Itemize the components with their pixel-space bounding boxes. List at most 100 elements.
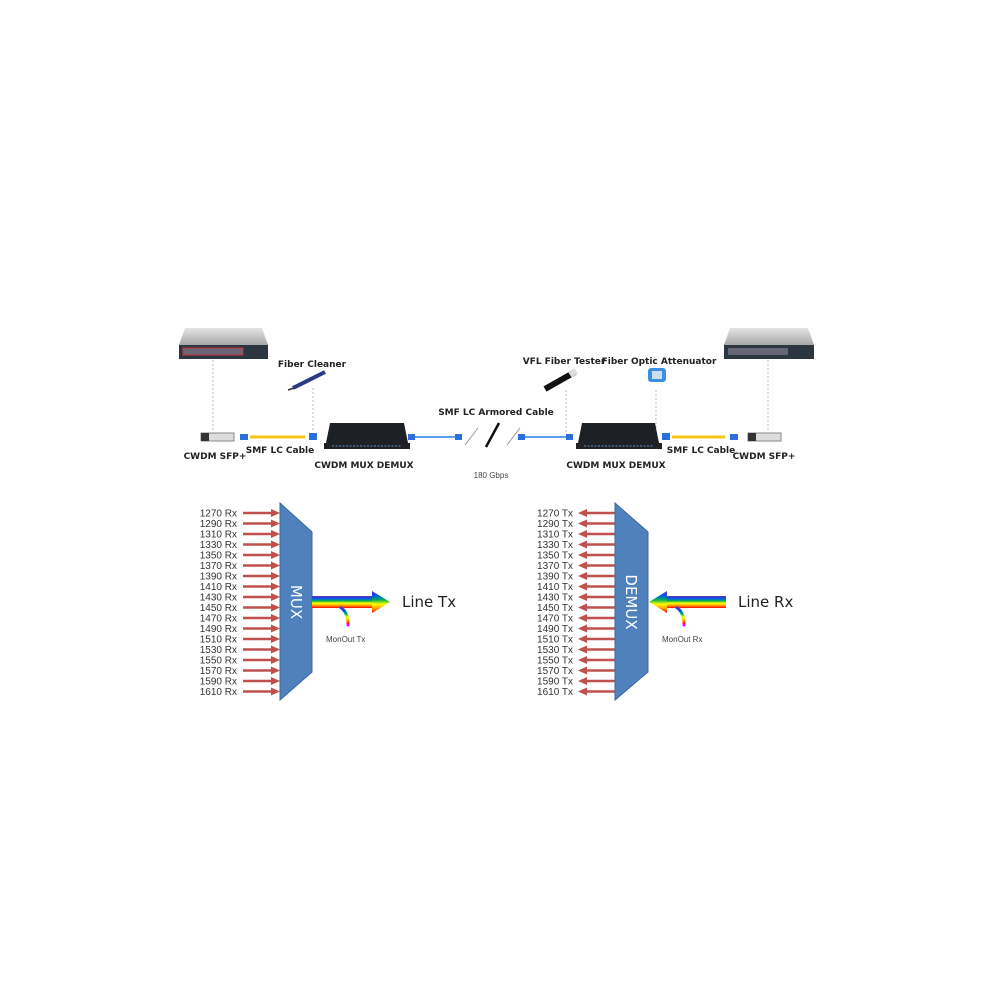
- arrowhead-icon: [578, 582, 587, 591]
- arrowhead-icon: [271, 519, 280, 528]
- channel-label: 1550 Tx: [537, 656, 573, 667]
- channel-label: 1450 Tx: [537, 603, 573, 614]
- mux-channel: 1490 Rx: [200, 624, 280, 635]
- arrowhead-icon: [271, 687, 280, 696]
- channel-label: 1510 Rx: [200, 635, 237, 646]
- channel-label: 1470 Rx: [200, 614, 237, 625]
- channel-label: 1490 Rx: [200, 624, 237, 635]
- mux-channel: 1530 Rx: [200, 645, 280, 656]
- demux-channel: 1270 Tx: [537, 509, 615, 520]
- arrowhead-icon: [578, 666, 587, 675]
- arrowhead-icon: [271, 677, 280, 685]
- channel-label: 1350 Rx: [200, 551, 237, 562]
- label-attenuator: Fiber Optic Attenuator: [602, 357, 717, 367]
- channel-label: 1390 Rx: [200, 572, 237, 583]
- label-vfl: VFL Fiber Tester: [523, 357, 606, 367]
- arrowhead-icon: [578, 561, 587, 570]
- arrowhead-icon: [578, 530, 587, 538]
- arrowhead-icon: [578, 677, 587, 685]
- mux-title: MUX: [287, 585, 305, 619]
- channel-label: 1510 Tx: [537, 635, 573, 646]
- label-sfp-left: CWDM SFP+: [184, 452, 247, 462]
- channel-label: 1330 Rx: [200, 540, 237, 551]
- demux-channel: 1490 Tx: [537, 624, 615, 635]
- sfp-left: [200, 432, 235, 442]
- sfp-right: [747, 432, 782, 442]
- arrowhead-icon: [271, 551, 280, 559]
- demux-channel: 1590 Tx: [537, 677, 615, 688]
- switch-right: [724, 328, 814, 359]
- arrowhead-icon: [578, 540, 587, 549]
- dotted-links: [212, 360, 769, 432]
- mux-channel: 1450 Rx: [200, 603, 280, 614]
- vfl-tester-icon: [543, 368, 578, 392]
- mux-channel: 1370 Rx: [200, 561, 280, 572]
- attenuator-icon: [648, 368, 666, 382]
- arrowhead-icon: [271, 530, 280, 538]
- arrowhead-icon: [578, 614, 587, 622]
- mux-channel: 1290 Rx: [200, 519, 280, 530]
- demux-channel: 1390 Tx: [537, 572, 615, 583]
- arrowhead-icon: [271, 593, 280, 601]
- channel-label: 1450 Rx: [200, 603, 237, 614]
- channel-label: 1610 Tx: [537, 687, 573, 698]
- arrowhead-icon: [271, 635, 280, 643]
- demux-line-label: Line Rx: [738, 593, 793, 611]
- lc-cable-right: [662, 433, 738, 440]
- demux-channel: 1430 Tx: [537, 593, 615, 604]
- arrowhead-icon: [271, 614, 280, 622]
- arrowhead-icon: [578, 624, 587, 633]
- channel-label: 1330 Tx: [537, 540, 573, 551]
- label-armored-cable: SMF LC Armored Cable: [438, 408, 554, 418]
- arrowhead-icon: [578, 687, 587, 696]
- mux-channel: 1390 Rx: [200, 572, 280, 583]
- mux-channel: 1330 Rx: [200, 540, 280, 551]
- channel-label: 1610 Rx: [200, 687, 237, 698]
- arrowhead-icon: [271, 666, 280, 675]
- demux-channel: 1510 Tx: [537, 635, 615, 646]
- channel-label: 1590 Tx: [537, 677, 573, 688]
- mux-channel: 1510 Rx: [200, 635, 280, 646]
- arrowhead-icon: [271, 572, 280, 580]
- channel-label: 1310 Rx: [200, 530, 237, 541]
- label-cable-left: SMF LC Cable: [246, 446, 315, 456]
- demux-block: [614, 501, 649, 702]
- mux-demux-right-device: [576, 423, 662, 449]
- demux-channel: 1530 Tx: [537, 645, 615, 656]
- channel-label: 1410 Tx: [537, 582, 573, 593]
- channel-label: 1350 Tx: [537, 551, 573, 562]
- demux-channel: 1450 Tx: [537, 603, 615, 614]
- arrowhead-icon: [578, 635, 587, 643]
- arrowhead-icon: [578, 603, 587, 612]
- arrowhead-icon: [578, 572, 587, 580]
- mux-channel: 1590 Rx: [200, 677, 280, 688]
- arrowhead-icon: [578, 519, 587, 528]
- mux-channel: 1310 Rx: [200, 530, 280, 541]
- demux-channel: 1570 Tx: [537, 666, 615, 677]
- channel-label: 1550 Rx: [200, 656, 237, 667]
- channel-label: 1290 Rx: [200, 519, 237, 530]
- mux-line-label: Line Tx: [402, 593, 456, 611]
- mux-line-arrow: [312, 591, 390, 627]
- channel-label: 1430 Rx: [200, 593, 237, 604]
- demux-channel: 1330 Tx: [537, 540, 615, 551]
- demux-channel: 1290 Tx: [537, 519, 615, 530]
- mux-demux-left-device: [324, 423, 410, 449]
- mux-channel: 1550 Rx: [200, 656, 280, 667]
- channel-label: 1590 Rx: [200, 677, 237, 688]
- mux-monitor-label: MonOut Tx: [326, 635, 365, 644]
- arrowhead-icon: [271, 645, 280, 654]
- arrowhead-icon: [578, 656, 587, 664]
- arrowhead-icon: [578, 593, 587, 601]
- mux-channel: 1570 Rx: [200, 666, 280, 677]
- mux-block: [279, 501, 313, 702]
- channel-label: 1490 Tx: [537, 624, 573, 635]
- fiber-cleaner-icon: [287, 370, 326, 391]
- arrowhead-icon: [578, 509, 587, 517]
- channel-label: 1270 Tx: [537, 509, 573, 520]
- demux-channel: 1410 Tx: [537, 582, 615, 593]
- channel-label: 1530 Rx: [200, 645, 237, 656]
- channel-label: 1570 Tx: [537, 666, 573, 677]
